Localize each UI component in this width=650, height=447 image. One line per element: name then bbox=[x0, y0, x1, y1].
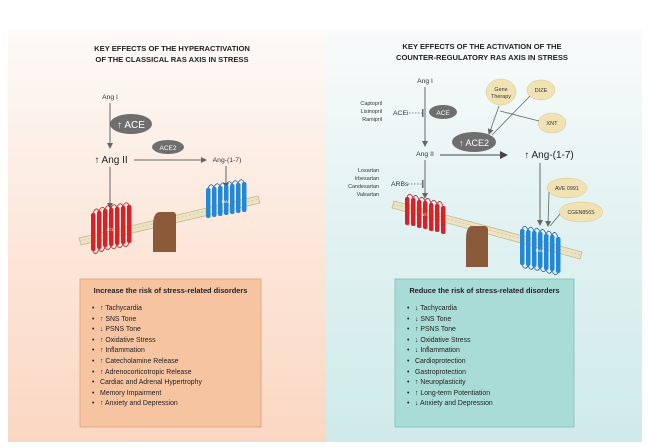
left-effects-box: Increase the risk of stress-related diso… bbox=[80, 286, 261, 426]
left-fulcrum bbox=[153, 212, 176, 252]
left-effects-title: Increase the risk of stress-related diso… bbox=[93, 286, 248, 295]
right-ace-pill bbox=[429, 105, 457, 119]
left-title-line1: KEY EFFECTS OF THE HYPERACTIVATION bbox=[94, 44, 250, 53]
list-item: •↑ Tachycardia bbox=[92, 305, 143, 312]
right-ang17: ↑ Ang-(1-7) bbox=[524, 150, 573, 161]
list-item: •↓ Inflammation bbox=[407, 347, 460, 355]
right-ace2-label: ↑ ACE2 bbox=[459, 138, 489, 148]
right-acei-drug-2: Lisinopril bbox=[361, 109, 382, 115]
right-receptor-mas: MAS bbox=[520, 225, 561, 275]
right-ave-label: AVE 0991 bbox=[555, 186, 579, 192]
list-item: •↑ Catecholamine Release bbox=[92, 357, 179, 365]
left-at1-label: AT1 bbox=[106, 227, 114, 232]
right-arb-drug-1: Losartan bbox=[358, 168, 379, 174]
list-item: •↑ Long-term Potentiation bbox=[407, 389, 491, 397]
right-fulcrum bbox=[466, 226, 488, 267]
right-effects-list: •↓ Tachycardia •↓ SNS Tone •↑ PSNS Tone … bbox=[395, 304, 574, 410]
right-dize-bubble bbox=[526, 79, 556, 101]
list-item: •↑ Inflammation bbox=[92, 347, 145, 355]
right-acei-label: ACEi bbox=[393, 110, 409, 117]
left-ace2-pill bbox=[152, 140, 184, 154]
list-item: •↓ SNS Tone bbox=[407, 315, 452, 323]
left-ace-pill bbox=[110, 114, 152, 134]
right-ang-ii: Ang II bbox=[416, 151, 434, 158]
left-mas-label: MAS bbox=[222, 199, 231, 204]
left-title-line2: OF THE CLASSICAL RAS AXIS IN STRESS bbox=[95, 55, 248, 64]
list-item: •↓ PSNS Tone bbox=[92, 326, 141, 334]
right-arb-drug-4: Valsartan bbox=[357, 192, 379, 198]
list-item: •↑ PSNS Tone bbox=[407, 326, 456, 334]
list-item: •↑ Oxidative Stress bbox=[92, 336, 156, 344]
right-dize-label: DIZE bbox=[535, 88, 548, 94]
left-effects-list: •↑ Tachycardia •↑ SNS Tone •↓ PSNS Tone … bbox=[80, 304, 261, 410]
right-gene-to-ace2 bbox=[487, 105, 500, 135]
right-title-line2: COUNTER-REGULATORY RAS AXIS IN STRESS bbox=[396, 53, 568, 62]
list-item: •↑ Neuroplasticity bbox=[407, 379, 466, 387]
right-gene-therapy-line2: Therapy bbox=[491, 94, 511, 100]
right-receptor-at1: AT1 bbox=[405, 193, 446, 234]
left-receptor-at1: AT1 bbox=[91, 202, 132, 254]
right-cgen-label: CGEN856S bbox=[567, 210, 595, 216]
left-ang-ii: ↑ Ang II bbox=[94, 155, 127, 166]
list-item: •↓ Tachycardia bbox=[407, 305, 458, 312]
list-item: •↑ SNS Tone bbox=[92, 315, 137, 323]
right-xnt-label: XNT bbox=[546, 121, 558, 127]
left-ace-label: ↑ ACE bbox=[117, 120, 145, 131]
right-gene-therapy-bubble bbox=[485, 78, 517, 106]
list-item: •↑ Anxiety and Depression bbox=[92, 400, 178, 408]
left-ang-i: Ang I bbox=[102, 94, 118, 101]
list-item: •Cardioprotection bbox=[407, 357, 466, 365]
right-dize-to-ace2 bbox=[491, 95, 531, 136]
left-ang17: Ang-(1-7) bbox=[213, 157, 242, 164]
right-acei-drug-3: Ramipril bbox=[362, 117, 382, 123]
right-ace2-pill bbox=[452, 132, 496, 152]
left-receptor-mas: MAS bbox=[206, 179, 247, 218]
right-ave-to-mas bbox=[545, 191, 552, 227]
list-item: •Gastroprotection bbox=[407, 368, 466, 376]
right-cgen-to-mas bbox=[549, 213, 561, 227]
right-effects-box-bg bbox=[394, 278, 575, 428]
right-gene-therapy-line1: Gene bbox=[494, 87, 507, 93]
right-ang-i: Ang I bbox=[417, 78, 433, 85]
right-xnt-bubble bbox=[537, 112, 567, 134]
list-item: •↓ Oxidative Stress bbox=[407, 336, 471, 344]
left-effects-box-bg bbox=[79, 278, 262, 428]
right-arb-drug-2: Irbesartan bbox=[355, 176, 379, 182]
right-mas-label: MAS bbox=[536, 248, 545, 253]
list-item: •Memory Impairment bbox=[92, 389, 162, 397]
list-item: •↑ Adrenocorticotropic Release bbox=[92, 368, 192, 376]
right-effects-box: Reduce the risk of stress-related disord… bbox=[395, 286, 574, 426]
right-effects-title: Reduce the risk of stress-related disord… bbox=[409, 286, 560, 295]
right-ace-label: ACE bbox=[436, 110, 450, 117]
right-arb-drug-3: Candesartan bbox=[348, 184, 379, 190]
left-ace2-label: ACE2 bbox=[160, 145, 177, 152]
right-arbs-label: ARBs bbox=[391, 181, 409, 188]
right-at1-label: AT1 bbox=[421, 212, 429, 217]
right-acei-drug-1: Captopril bbox=[360, 101, 382, 107]
right-ave-bubble bbox=[546, 177, 588, 199]
right-cgen-bubble bbox=[558, 201, 604, 223]
list-item: •Cardiac and Adrenal Hypertrophy bbox=[92, 379, 202, 387]
right-title-line1: KEY EFFECTS OF THE ACTIVATION OF THE bbox=[402, 42, 561, 51]
list-item: •↓ Anxiety and Depression bbox=[407, 400, 493, 408]
right-xnt-to-ace2 bbox=[499, 110, 540, 122]
